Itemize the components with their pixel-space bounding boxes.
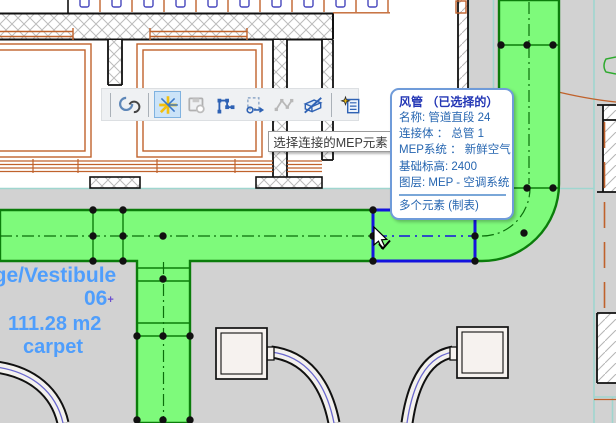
zone-finish-label: carpet: [23, 336, 84, 358]
info-tag-layer: 图层: MEP - 空调系统: [399, 176, 510, 189]
edit-nodes-alt-button[interactable]: [270, 91, 297, 118]
wall-pier: [107, 40, 123, 86]
flex-duct-2[interactable]: [400, 345, 455, 423]
zone-name-label[interactable]: age/Vestibule: [0, 264, 117, 287]
box-slash-icon: [302, 96, 323, 113]
info-tag-connection: 连接体 ： 总管 1: [399, 128, 484, 141]
tooltip-text: 选择连接的MEP元素: [273, 136, 388, 150]
toolbar-separator: [110, 92, 111, 117]
spark-icon: [158, 95, 178, 114]
floppy-disabled-icon: [187, 97, 205, 113]
window-glazing-lines: [0, 159, 322, 173]
info-tag-base-elevation: 基础标高: 2400: [399, 160, 477, 173]
air-diffuser-2[interactable]: [449, 326, 509, 379]
info-tag-multiple-elements: 多个元素 (制表): [399, 194, 506, 214]
spark-highlight-button[interactable]: [154, 91, 181, 118]
edit-nodes-button[interactable]: [212, 91, 239, 118]
magic-crescents-icon: [118, 96, 140, 113]
nodes-disabled-icon: [274, 98, 293, 111]
modify-segment-button[interactable]: [299, 91, 326, 118]
air-diffuser-1[interactable]: [215, 327, 275, 380]
info-tag-name: 名称: 管道直段 24: [399, 112, 491, 124]
select-connected-mep-button[interactable]: [337, 91, 364, 118]
element-info-tag: 风管 （已选择的） 名称: 管道直段 24 连接体 ： 总管 1 MEP系统 ：…: [390, 88, 514, 221]
save-favorites-button[interactable]: [183, 91, 210, 118]
locker-row: [67, 0, 390, 14]
stretch-move-button[interactable]: [241, 91, 268, 118]
flex-duct-3[interactable]: [0, 361, 70, 423]
zone-area-label: 111.28 m2: [8, 313, 102, 335]
flex-duct-1[interactable]: [269, 345, 341, 423]
door-leaf: [603, 56, 616, 75]
magic-wand-suggest-button[interactable]: [116, 91, 143, 118]
exterior-wall-band: [0, 12, 334, 41]
fixture-glyphs: [79, 0, 378, 8]
info-tag-mep-system: MEP系统 ： 新鲜空气: [399, 144, 511, 157]
wall-block: [89, 176, 141, 189]
zone-number-label[interactable]: 06+: [84, 287, 114, 310]
toolbar-separator: [148, 92, 149, 117]
selection-nodes[interactable]: [89, 41, 557, 423]
wall-block: [255, 176, 323, 189]
stretch-arrow-icon: [245, 96, 264, 114]
toolbar-tooltip: 选择连接的MEP元素: [268, 131, 393, 152]
info-tag-title: 风管 （已选择的）: [399, 95, 499, 109]
star-list-icon: [339, 95, 359, 113]
toolbar-separator: [331, 92, 332, 117]
right-wall: [596, 104, 616, 384]
duct-centerlines: [0, 2, 531, 420]
polyline-nodes-icon: [217, 98, 234, 113]
zone-marker-cross: +: [107, 294, 114, 306]
mouse-cursor: [373, 225, 391, 251]
floating-edit-toolbar: [101, 88, 359, 121]
